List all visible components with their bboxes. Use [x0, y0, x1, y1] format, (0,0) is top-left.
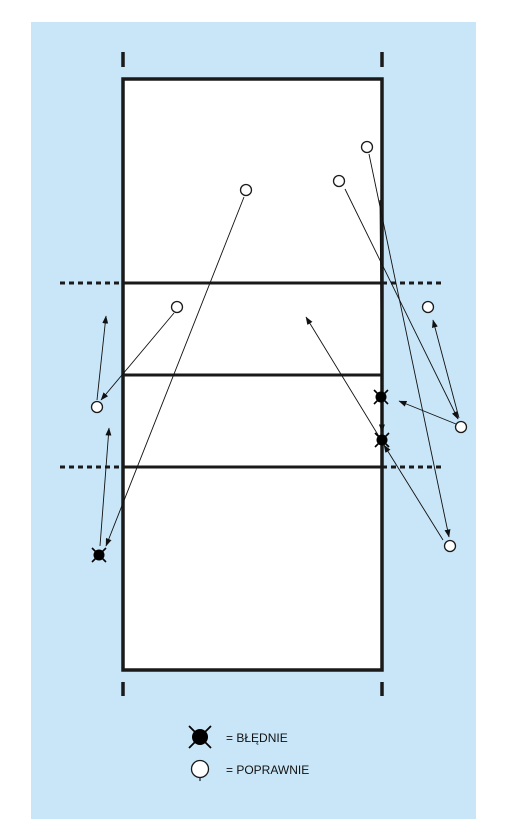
movement-arrow [398, 400, 457, 425]
movement-arrow [96, 315, 109, 401]
correct-position-marker [170, 300, 184, 314]
open-circle-icon [190, 759, 210, 781]
correct-position-marker [239, 183, 253, 197]
wrong-position-marker [91, 547, 107, 563]
correct-position-marker [443, 539, 457, 553]
wrong-position-marker [373, 389, 389, 405]
crossed-filled-circle-icon [188, 725, 212, 749]
correct-position-marker [332, 174, 346, 188]
correct-position-marker [360, 140, 374, 154]
correct-position-marker [421, 300, 435, 314]
movement-arrow [105, 196, 245, 547]
movement-arrow [432, 319, 460, 419]
movement-arrow [383, 444, 444, 541]
legend: = BŁĘDNIE = POPRAWNIE [188, 725, 309, 781]
correct-position-marker [454, 420, 468, 434]
wrong-position-marker [374, 432, 390, 448]
movement-arrow [100, 312, 175, 401]
legend-wrong-label: = BŁĘDNIE [226, 731, 288, 745]
movement-arrow [305, 316, 384, 444]
movement-arrow [368, 153, 451, 538]
movement-arrow [344, 188, 459, 420]
movement-arrow [99, 427, 112, 547]
correct-position-marker [90, 400, 104, 414]
legend-correct-label: = POPRAWNIE [226, 763, 309, 777]
